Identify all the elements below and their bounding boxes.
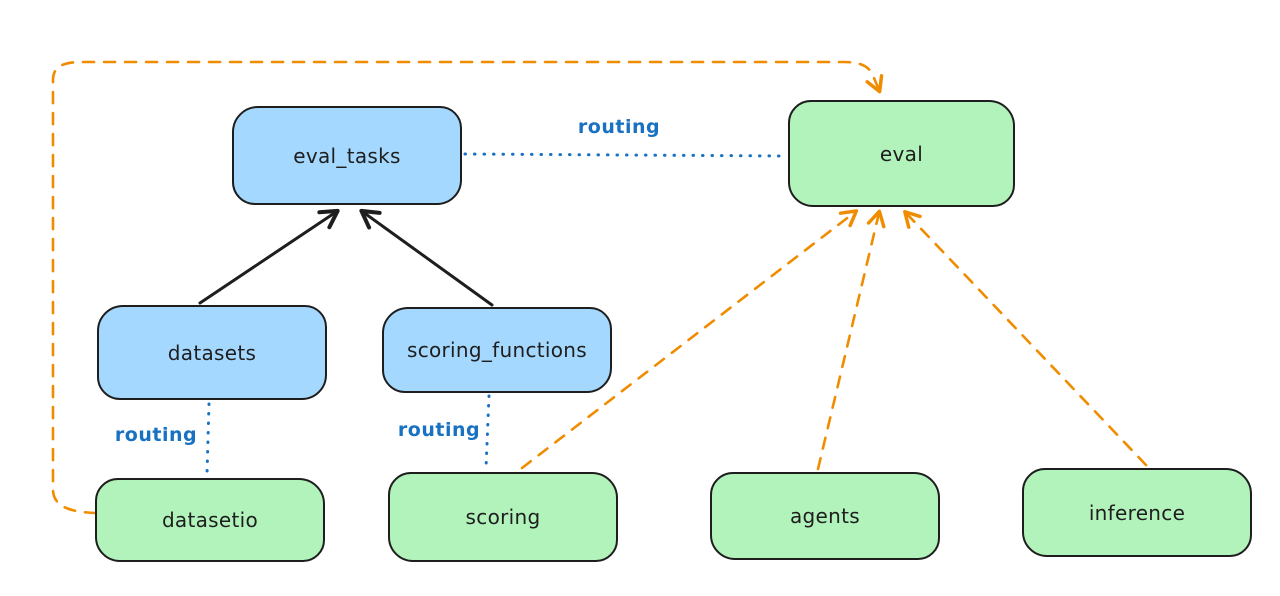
edge-label-routing-scoring: routing: [397, 419, 481, 441]
node-eval-tasks-label: eval_tasks: [293, 143, 401, 168]
node-inference-label: inference: [1088, 500, 1186, 525]
node-datasets: datasets: [97, 305, 327, 400]
node-scoring: scoring: [388, 472, 618, 562]
edge-datasets-to-datasetio-routing: [205, 402, 211, 476]
edge-scoring-functions-to-eval-tasks: [359, 208, 494, 307]
node-eval: eval: [788, 100, 1015, 207]
node-eval-tasks: eval_tasks: [232, 106, 462, 205]
edge-inference-to-eval: [903, 210, 1148, 467]
edge-label-routing-eval: routing: [577, 116, 661, 138]
node-datasetio-label: datasetio: [161, 508, 259, 532]
edge-eval-tasks-to-eval-routing: [463, 152, 787, 158]
node-agents-label: agents: [790, 504, 860, 528]
node-scoring-functions: scoring_functions: [382, 307, 612, 393]
node-agents: agents: [710, 472, 940, 560]
edge-scoring-functions-to-scoring-routing: [484, 394, 491, 470]
node-eval-label: eval: [879, 141, 924, 166]
node-datasetio: datasetio: [95, 478, 325, 562]
node-scoring-functions-label: scoring_functions: [406, 338, 588, 362]
node-datasets-label: datasets: [167, 340, 257, 365]
node-inference: inference: [1022, 468, 1252, 557]
node-scoring-label: scoring: [465, 505, 541, 529]
edge-datasets-to-eval-tasks: [198, 208, 340, 305]
edge-label-routing-datasetio: routing: [114, 424, 198, 446]
edge-agents-to-eval: [816, 209, 886, 471]
